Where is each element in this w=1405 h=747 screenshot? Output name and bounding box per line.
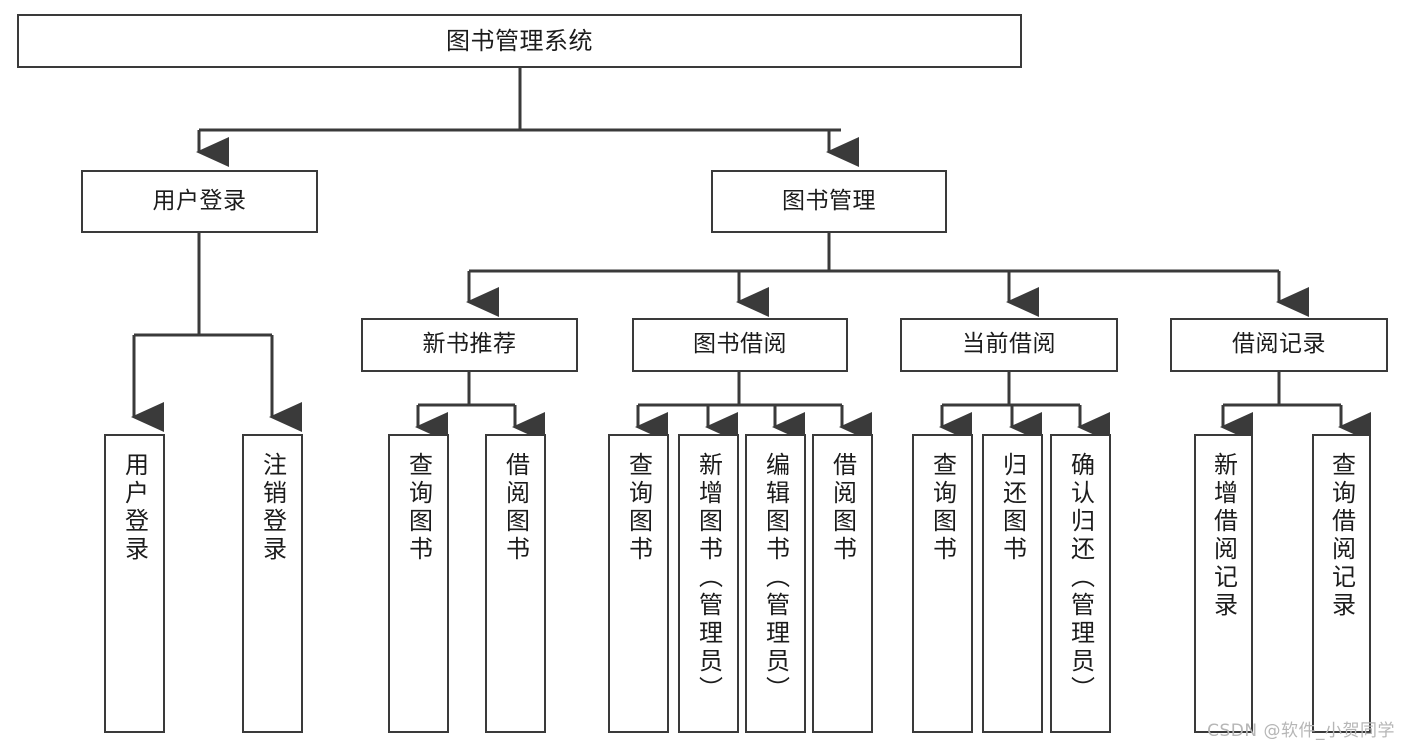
node-new-book-recommend[interactable]: 新书推荐 — [361, 318, 578, 372]
node-leaf-query-book-2-label: 查询图书 — [624, 452, 653, 564]
node-new-book-recommend-label: 新书推荐 — [422, 331, 517, 358]
node-leaf-borrow-book-2-label: 借阅图书 — [828, 452, 857, 564]
node-leaf-return-book[interactable]: 归还图书 — [982, 434, 1043, 733]
node-current-borrow[interactable]: 当前借阅 — [900, 318, 1118, 372]
watermark: CSDN @软件_小贺同学 — [1207, 721, 1395, 741]
node-user-login[interactable]: 用户登录 — [81, 170, 318, 233]
node-leaf-edit-book[interactable]: 编辑图书（管理员） — [745, 434, 806, 733]
node-leaf-logout-login[interactable]: 注销登录 — [242, 434, 303, 733]
node-leaf-borrow-book-2[interactable]: 借阅图书 — [812, 434, 873, 733]
node-leaf-add-book[interactable]: 新增图书（管理员） — [678, 434, 739, 733]
node-leaf-query-record[interactable]: 查询借阅记录 — [1312, 434, 1371, 733]
node-book-management[interactable]: 图书管理 — [711, 170, 947, 233]
node-leaf-borrow-book-1[interactable]: 借阅图书 — [485, 434, 546, 733]
node-leaf-query-book-2[interactable]: 查询图书 — [608, 434, 669, 733]
node-current-borrow-label: 当前借阅 — [962, 331, 1056, 358]
node-borrow-record[interactable]: 借阅记录 — [1170, 318, 1388, 372]
node-leaf-query-book-3-label: 查询图书 — [928, 452, 957, 564]
node-book-management-label: 图书管理 — [782, 187, 876, 214]
node-leaf-edit-book-label: 编辑图书（管理员） — [761, 452, 790, 704]
node-leaf-add-record[interactable]: 新增借阅记录 — [1194, 434, 1253, 733]
node-leaf-logout-login-label: 注销登录 — [258, 452, 287, 564]
node-borrow-record-label: 借阅记录 — [1232, 331, 1326, 358]
node-book-borrow[interactable]: 图书借阅 — [632, 318, 848, 372]
node-book-borrow-label: 图书借阅 — [693, 331, 787, 358]
node-leaf-user-login-label: 用户登录 — [120, 452, 149, 564]
node-leaf-query-book-3[interactable]: 查询图书 — [912, 434, 973, 733]
node-user-login-label: 用户登录 — [152, 187, 247, 214]
node-leaf-query-book-1-label: 查询图书 — [404, 452, 433, 564]
node-root-label: 图书管理系统 — [446, 26, 593, 55]
node-leaf-return-book-label: 归还图书 — [998, 452, 1027, 564]
node-leaf-query-book-1[interactable]: 查询图书 — [388, 434, 449, 733]
node-leaf-confirm-return[interactable]: 确认归还（管理员） — [1050, 434, 1111, 733]
node-leaf-confirm-return-label: 确认归还（管理员） — [1066, 452, 1095, 704]
node-leaf-add-record-label: 新增借阅记录 — [1209, 452, 1238, 620]
node-leaf-user-login[interactable]: 用户登录 — [104, 434, 165, 733]
node-leaf-query-record-label: 查询借阅记录 — [1327, 452, 1356, 620]
node-leaf-borrow-book-1-label: 借阅图书 — [501, 452, 530, 564]
node-root[interactable]: 图书管理系统 — [17, 14, 1022, 68]
node-leaf-add-book-label: 新增图书（管理员） — [694, 452, 723, 704]
